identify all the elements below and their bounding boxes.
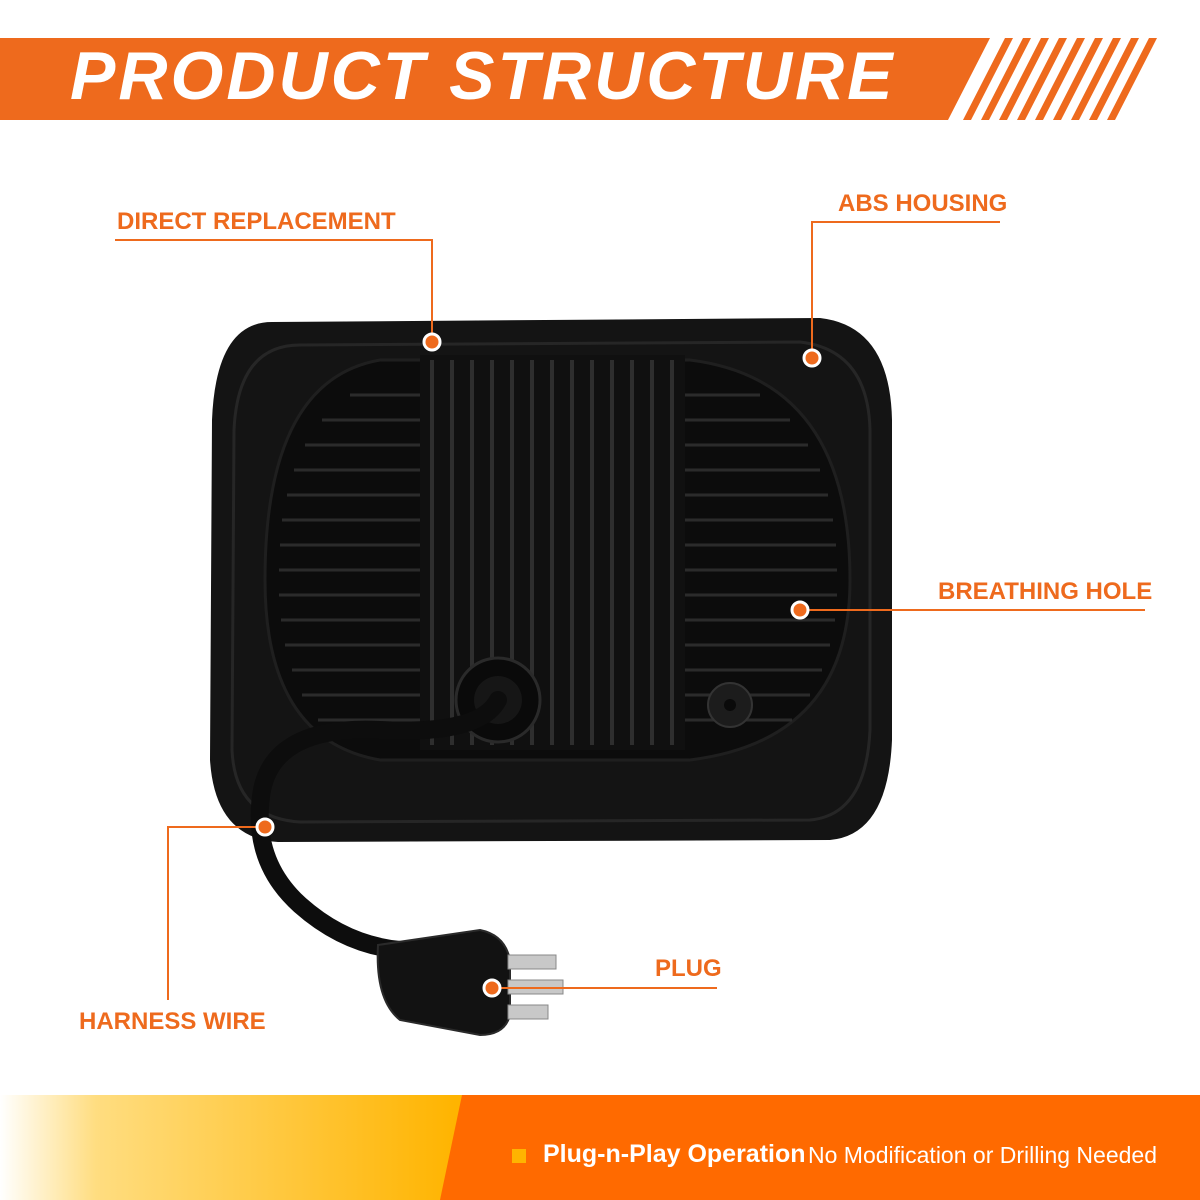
dot-breath — [790, 600, 810, 620]
label-harness-wire: HARNESS WIRE — [79, 1008, 266, 1035]
callout-lines — [115, 221, 1145, 1000]
right-fins — [685, 393, 837, 722]
page-title: PRODUCT STRUCTURE — [70, 38, 896, 114]
dot-plug — [482, 978, 502, 998]
callout-line-harness — [167, 826, 265, 1000]
footer-bullet-icon — [512, 1149, 526, 1163]
left-fins — [279, 393, 420, 722]
label-plug: PLUG — [655, 955, 722, 982]
dot-abs — [802, 348, 822, 368]
callout-dots — [255, 332, 822, 998]
header-stripes — [963, 38, 1157, 120]
header-banner — [0, 38, 1157, 120]
footer-text: No Modification or Drilling Needed — [808, 1142, 1157, 1168]
vertical-fins — [430, 360, 674, 745]
footer-highlight: Plug-n-Play Operation — [543, 1140, 806, 1168]
callout-line-direct — [115, 239, 433, 342]
dot-harness — [255, 817, 275, 837]
harness-cable — [250, 691, 507, 959]
label-abs-housing: ABS HOUSING — [838, 190, 1008, 217]
callout-line-abs — [811, 221, 1000, 358]
plug-connector — [376, 928, 564, 1037]
label-direct-replacement: DIRECT REPLACEMENT — [117, 208, 396, 235]
housing-rim — [230, 340, 872, 824]
dot-direct — [422, 332, 442, 352]
footer-banner — [0, 1095, 1200, 1200]
label-breathing-hole: BREATHING HOLE — [938, 578, 1153, 605]
